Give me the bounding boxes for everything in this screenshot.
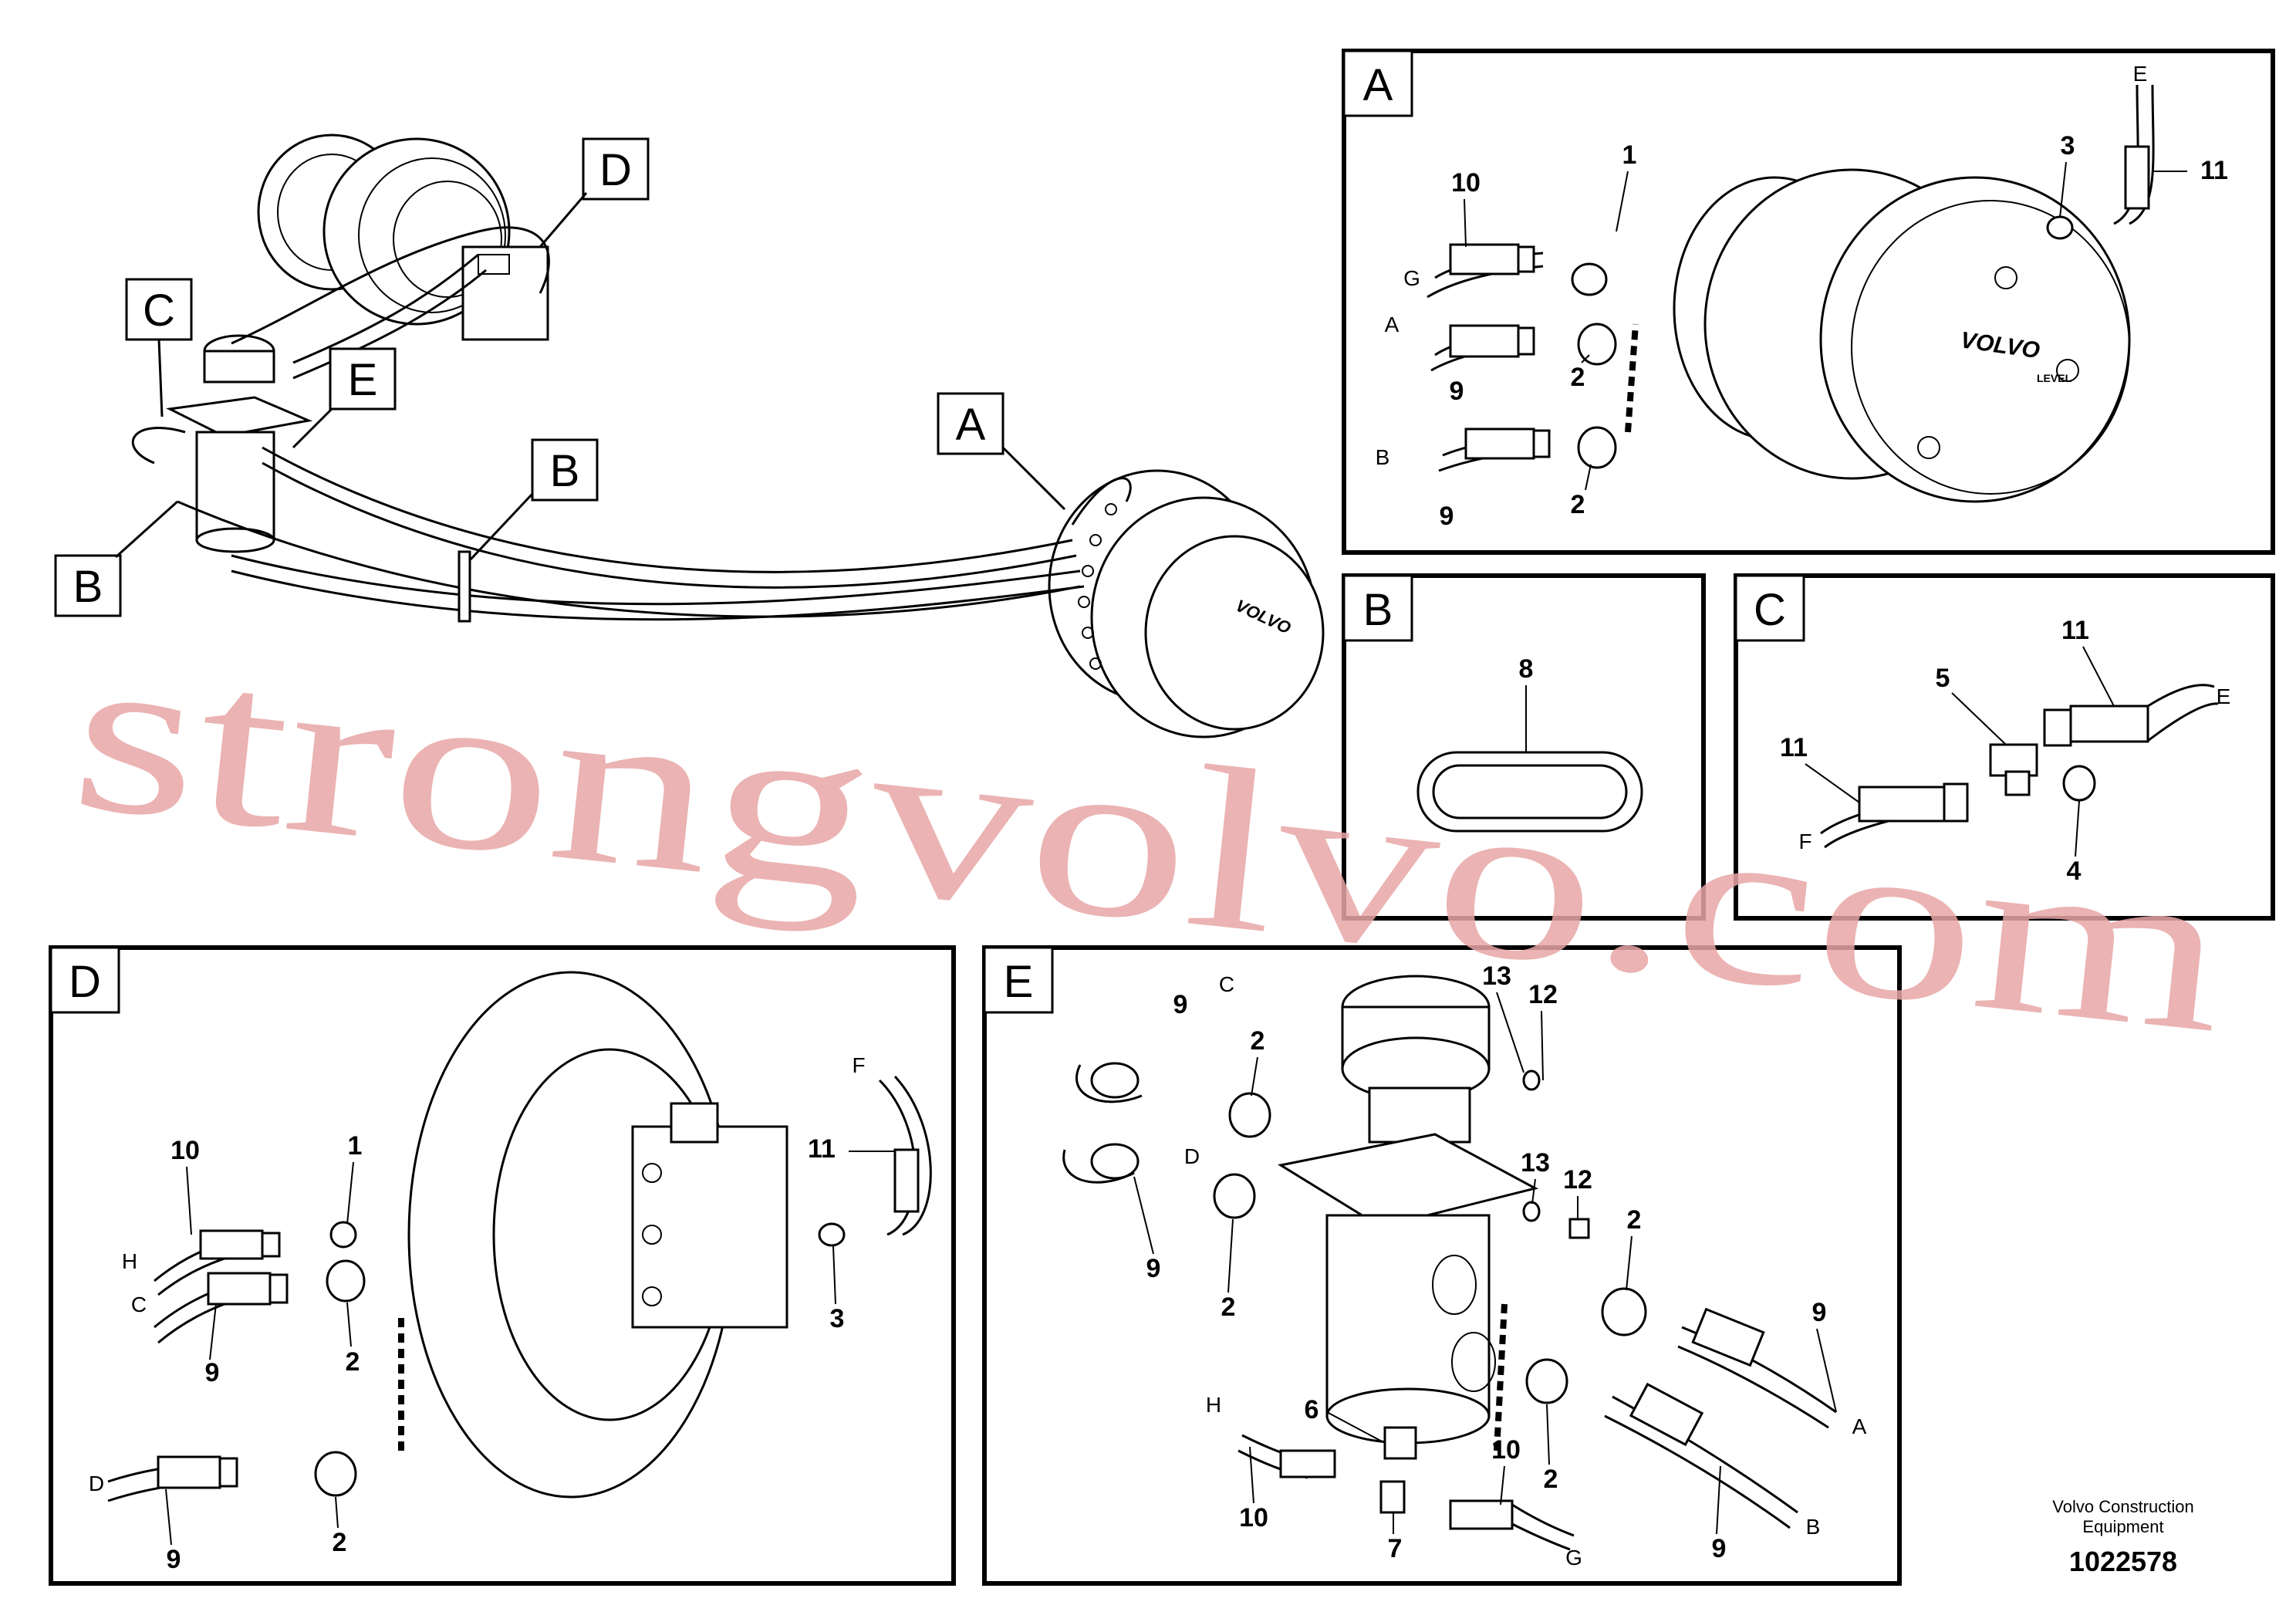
connector-E-H: H [1206, 1393, 1221, 1417]
callout-E-6: 6 [1305, 1395, 1319, 1424]
connector-A-G: G [1403, 266, 1420, 290]
connector-D-D: D [89, 1472, 104, 1495]
svg-text:C: C [143, 286, 175, 336]
connector-C-E: E [2217, 684, 2231, 708]
callout-D-3: 3 [830, 1304, 845, 1333]
panel-B-cable-tie [1416, 751, 1643, 833]
panel-E-letter: E [1004, 957, 1034, 1007]
connector-E-A: A [1852, 1414, 1867, 1438]
panel-E-callouts: 9 C 2 13 12 13 12 D 9 2 2 9 6 10 7 [1133, 961, 1867, 1570]
callout-A-9-bottom: 9 [1440, 502, 1454, 531]
svg-text:E: E [348, 355, 378, 405]
panel-E-swivel [1277, 975, 1539, 1445]
footer-company-line2: Equipment [2082, 1517, 2163, 1536]
panel-E-hoses [1062, 1062, 1837, 1551]
panel-A-letter: A [1363, 60, 1393, 110]
callout-A-2-bottom: 2 [1571, 490, 1585, 519]
panel-D-hoses [107, 1075, 932, 1502]
callout-E-13-top: 13 [1482, 961, 1511, 991]
callout-E-12-top: 12 [1528, 980, 1558, 1009]
overview-rear-motor [257, 133, 549, 341]
callout-A-2-top: 2 [1571, 363, 1585, 392]
panel-C-callouts: 11 5 11 4 E F [1780, 616, 2230, 886]
connector-D-H: H [122, 1249, 137, 1273]
svg-text:D: D [599, 145, 632, 195]
overview-drawing: VOLVO A [54, 133, 1325, 738]
callout-D-2-top: 2 [346, 1347, 360, 1377]
callout-E-9-left: 9 [1146, 1254, 1161, 1283]
panel-A-motor: VOLVO LEVEL [1673, 168, 2131, 503]
overview-label-B-left: B [54, 500, 179, 617]
callout-D-11: 11 [808, 1134, 836, 1164]
connector-E-B: B [1806, 1515, 1821, 1539]
overview-hoses [131, 226, 1132, 623]
connector-E-D: D [1184, 1144, 1200, 1168]
callout-E-13-mid: 13 [1521, 1148, 1550, 1178]
callout-C-4: 4 [2067, 857, 2082, 886]
panel-D-letter: D [69, 957, 101, 1007]
callout-D-1: 1 [348, 1131, 363, 1161]
svg-text:B: B [73, 562, 103, 612]
overview-swivel-joint [165, 334, 313, 553]
footer-doc-number: 1022578 [2069, 1546, 2177, 1577]
connector-A-A: A [1385, 313, 1400, 336]
overview-label-A: A [937, 392, 1066, 511]
callout-A-1: 1 [1622, 140, 1637, 170]
connector-C-F: F [1798, 830, 1811, 853]
panel-D-callouts: F 10 1 11 H C 2 9 3 D 9 2 [89, 1053, 895, 1574]
callout-D-2-bottom: 2 [333, 1528, 347, 1557]
connector-A-E: E [2133, 62, 2148, 86]
callout-E-2-top: 2 [1251, 1026, 1265, 1056]
footer-company-line1: Volvo Construction [2052, 1497, 2193, 1516]
callout-D-9-top: 9 [205, 1358, 220, 1387]
callout-D-9-bottom: 9 [167, 1545, 181, 1574]
callout-A-11: 11 [2200, 156, 2228, 185]
footer-block: Volvo Construction Equipment 1022578 [2052, 1497, 2193, 1577]
callout-E-2-right: 2 [1627, 1205, 1642, 1235]
panel-A-level-text: LEVEL [2037, 372, 2072, 384]
callout-E-12-mid: 12 [1563, 1165, 1592, 1195]
panel-C-letter: C [1754, 585, 1786, 635]
panel-A-hoses [1427, 84, 2155, 472]
panel-C: C 11 5 11 4 E F [1734, 573, 2275, 921]
overview-bolt-ring [1078, 503, 1117, 670]
callout-D-10: 10 [171, 1136, 200, 1165]
overview-label-C: C [125, 278, 193, 417]
callout-E-2-left: 2 [1221, 1293, 1236, 1322]
callout-B-8: 8 [1519, 654, 1534, 684]
overview-label-B-mid: B [469, 438, 599, 561]
callout-C-5: 5 [1936, 664, 1950, 693]
callout-E-9-bottom: 9 [1712, 1534, 1727, 1563]
callout-A-9-top: 9 [1450, 377, 1464, 406]
connector-D-C: C [131, 1293, 147, 1316]
panel-C-tee-assembly [1820, 684, 2219, 849]
callout-A-3: 3 [2061, 131, 2075, 161]
connector-A-B: B [1376, 445, 1390, 469]
panel-B: B 8 [1342, 573, 1706, 921]
callout-E-7: 7 [1388, 1534, 1403, 1563]
panel-A: A VOLVO LEVEL [1342, 49, 2275, 555]
connector-D-F: F [852, 1053, 865, 1077]
callout-E-10-left: 10 [1239, 1503, 1268, 1532]
callout-C-11-top: 11 [2061, 616, 2089, 645]
svg-text:B: B [550, 446, 580, 496]
callout-C-11-left: 11 [1780, 733, 1808, 762]
panel-D: D F 10 1 11 [49, 945, 956, 1586]
panel-D-motor [407, 971, 788, 1499]
connector-E-C: C [1219, 972, 1234, 996]
panel-B-letter: B [1363, 585, 1393, 635]
callout-E-9-right: 9 [1812, 1298, 1827, 1327]
overview-front-motor: VOLVO [1048, 469, 1325, 738]
overview-label-E: E [292, 347, 397, 449]
callout-A-10: 10 [1451, 168, 1481, 198]
callout-E-10-right: 10 [1491, 1435, 1521, 1465]
overview-label-D: D [539, 137, 650, 248]
svg-text:A: A [956, 400, 986, 450]
panel-A-callouts: 10 1 3 11 2 9 9 2 G A B E [1376, 62, 2228, 531]
callout-E-9-top: 9 [1173, 990, 1188, 1019]
callout-E-2-bottom: 2 [1544, 1465, 1558, 1494]
panel-E: E [982, 945, 1902, 1586]
connector-E-G: G [1565, 1546, 1582, 1570]
